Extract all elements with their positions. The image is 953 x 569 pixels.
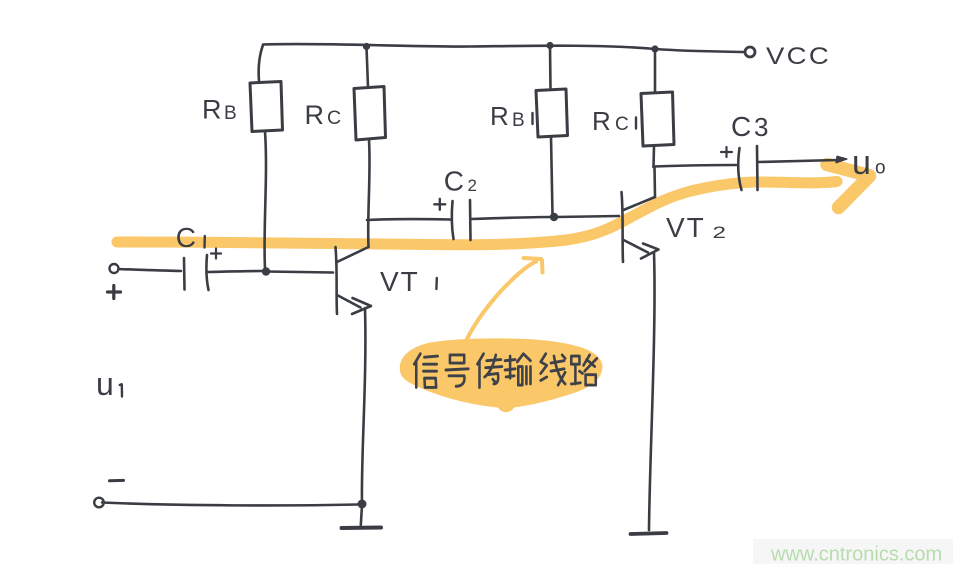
svg-text:VT: VT (666, 212, 706, 243)
svg-text:o: o (875, 158, 886, 179)
svg-text:2: 2 (713, 223, 727, 242)
svg-text:R: R (592, 106, 611, 136)
svg-text:B: B (224, 103, 237, 124)
svg-text:C: C (327, 107, 341, 129)
svg-text:C: C (176, 222, 196, 253)
svg-text:VT: VT (380, 266, 420, 297)
svg-text:C: C (731, 111, 751, 142)
svg-text:R: R (305, 100, 325, 130)
svg-text:C: C (615, 114, 629, 135)
svg-text:www.cntronics.com: www.cntronics.com (770, 544, 942, 566)
svg-text:u: u (852, 144, 871, 182)
svg-text:u: u (96, 366, 114, 402)
svg-text:C: C (444, 166, 464, 197)
svg-text:R: R (202, 95, 222, 125)
svg-text:2: 2 (468, 176, 477, 195)
svg-text:3: 3 (754, 112, 768, 142)
svg-text:R: R (490, 101, 509, 131)
svg-text:B: B (512, 110, 525, 131)
svg-text:VCC: VCC (766, 43, 831, 70)
